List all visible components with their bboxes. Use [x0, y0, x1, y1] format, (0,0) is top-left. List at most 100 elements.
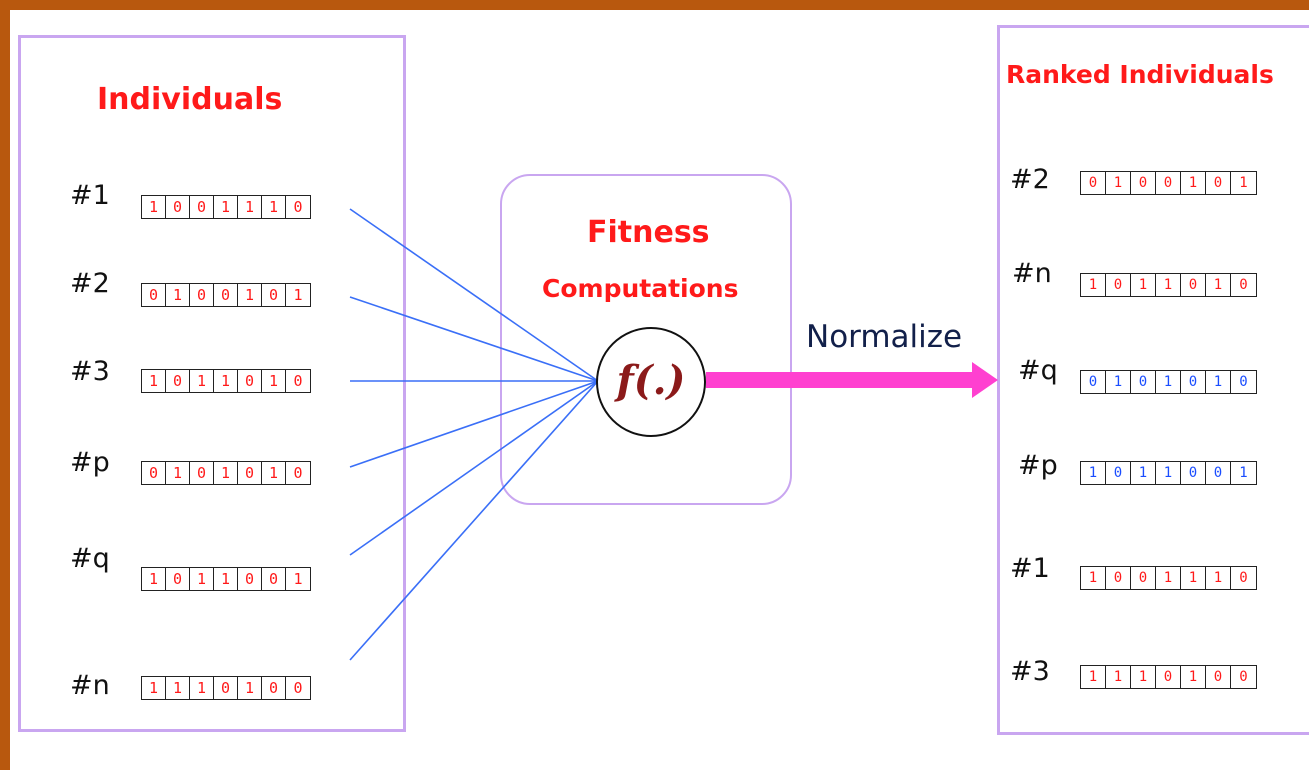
- ranked-individual-label: #q: [1018, 355, 1058, 386]
- bit-cell: 1: [166, 284, 190, 306]
- bit-cell: 1: [1181, 172, 1206, 194]
- individual-label: #q: [70, 543, 110, 574]
- ranked-individual-label: #p: [1018, 450, 1058, 481]
- bit-cell: 0: [1206, 172, 1231, 194]
- bit-cell: 1: [142, 196, 166, 218]
- bit-cell: 0: [142, 462, 166, 484]
- individuals-panel: [18, 35, 406, 732]
- individual-label: #3: [70, 356, 110, 387]
- bit-cell: 0: [1106, 567, 1131, 589]
- connector-line: [349, 380, 599, 556]
- bit-cell: 0: [1239, 374, 1248, 390]
- ranked-individual-label: #3: [1010, 656, 1050, 687]
- bit-cell: 1: [166, 677, 190, 699]
- bit-cell: 0: [238, 462, 262, 484]
- bit-cell: 0: [1239, 570, 1248, 586]
- bit-cell: 1: [1106, 172, 1131, 194]
- bit-cell: 0: [1131, 567, 1156, 589]
- bit-cell: 0: [238, 568, 262, 590]
- connector-line: [349, 208, 599, 382]
- bit-cell: 1: [262, 370, 286, 392]
- bit-cell: 1: [142, 370, 166, 392]
- bit-cell: 1: [1131, 666, 1156, 688]
- bit-cell: 1: [1156, 371, 1181, 393]
- bit-cell: 1: [1156, 462, 1181, 484]
- bit-cell: 1: [190, 568, 214, 590]
- bit-cell: 1: [190, 677, 214, 699]
- computations-subtitle: Computations: [542, 274, 739, 303]
- ranked-individuals-title: Ranked Individuals: [1006, 60, 1274, 89]
- bit-cell: 0: [166, 568, 190, 590]
- bit-cell: 1: [262, 196, 286, 218]
- bit-cell: 1: [1081, 274, 1106, 296]
- bit-cell: 1: [1206, 371, 1231, 393]
- bit-cell: 1: [238, 196, 262, 218]
- bit-cell: 0: [214, 677, 238, 699]
- bit-cell: 0: [190, 196, 214, 218]
- bit-cell: 0: [262, 677, 286, 699]
- bit-cell: 0: [166, 370, 190, 392]
- bit-cell: 1: [166, 462, 190, 484]
- bit-cell: 1: [1131, 462, 1156, 484]
- bit-cell: 1: [1206, 567, 1231, 589]
- bit-cell: 0: [238, 370, 262, 392]
- fitness-function-node: f(.): [596, 327, 706, 437]
- bit-cell: 1: [1181, 567, 1206, 589]
- bit-cell: 0: [1181, 371, 1206, 393]
- bit-cell: 1: [262, 462, 286, 484]
- bit-cell: 0: [1206, 462, 1231, 484]
- connector-line: [349, 380, 599, 468]
- ranked-individual-label: #1: [1010, 553, 1050, 584]
- ranked-individuals-panel: [997, 25, 1309, 735]
- bit-cell: 1: [214, 370, 238, 392]
- bit-cell: 0: [190, 462, 214, 484]
- bit-cell: 0: [1106, 462, 1131, 484]
- bit-cell: 0: [1239, 669, 1248, 685]
- bit-cell: 1: [1156, 567, 1181, 589]
- bit-cell: 0: [1181, 274, 1206, 296]
- bit-cell: 1: [1239, 465, 1248, 481]
- bit-cell: 1: [1156, 274, 1181, 296]
- connector-line: [349, 296, 599, 382]
- bit-cell: 1: [190, 370, 214, 392]
- normalize-arrow-shaft: [706, 372, 976, 388]
- bit-cell: 1: [1181, 666, 1206, 688]
- normalize-arrow-head: [972, 362, 998, 398]
- bit-cell: 1: [214, 196, 238, 218]
- bit-cell: 1: [1131, 274, 1156, 296]
- bit-cell: 0: [1131, 371, 1156, 393]
- bit-cell: 1: [1081, 462, 1106, 484]
- individuals-title: Individuals: [97, 82, 283, 117]
- bit-cell: 0: [1081, 172, 1106, 194]
- bit-cell: 0: [1131, 172, 1156, 194]
- individual-label: #1: [70, 180, 110, 211]
- bit-cell: 1: [142, 677, 166, 699]
- bit-cell: 0: [1156, 172, 1181, 194]
- fitness-title: Fitness: [587, 215, 710, 250]
- bit-cell: 0: [1156, 666, 1181, 688]
- bit-cell: 1: [1239, 175, 1248, 191]
- bit-cell: 0: [190, 284, 214, 306]
- bit-cell: 0: [262, 568, 286, 590]
- bit-cell: 1: [1081, 666, 1106, 688]
- bit-cell: 0: [142, 284, 166, 306]
- bit-cell: 1: [1106, 371, 1131, 393]
- bit-cell: 1: [1081, 567, 1106, 589]
- ranked-individual-label: #2: [1010, 164, 1050, 195]
- bit-cell: 1: [1206, 274, 1231, 296]
- bit-cell: 1: [238, 677, 262, 699]
- bit-cell: 0: [293, 464, 303, 482]
- individual-label: #n: [70, 670, 110, 701]
- individual-label: #2: [70, 268, 110, 299]
